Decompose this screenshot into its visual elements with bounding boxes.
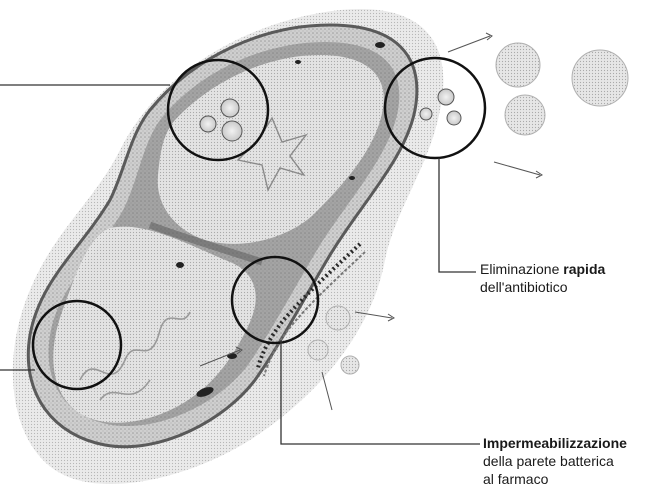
callout-elimination-prefix: Eliminazione xyxy=(480,261,563,277)
callout-elimination-bold: rapida xyxy=(563,261,605,277)
callout-elimination-line1: Eliminazione rapida xyxy=(480,260,650,278)
callout-elimination-line2: dell'antibiotico xyxy=(480,278,650,296)
callout-impermeab-line3: al farmaco xyxy=(483,470,655,488)
leader-elimination xyxy=(439,158,476,272)
callout-impermeabilization: Impermeabilizzazione della parete batter… xyxy=(483,434,655,488)
callout-elimination: Eliminazione rapida dell'antibiotico xyxy=(480,260,650,296)
callout-impermeab-line2: della parete batterica xyxy=(483,452,655,470)
callout-impermeab-bold: Impermeabilizzazione xyxy=(483,435,627,451)
